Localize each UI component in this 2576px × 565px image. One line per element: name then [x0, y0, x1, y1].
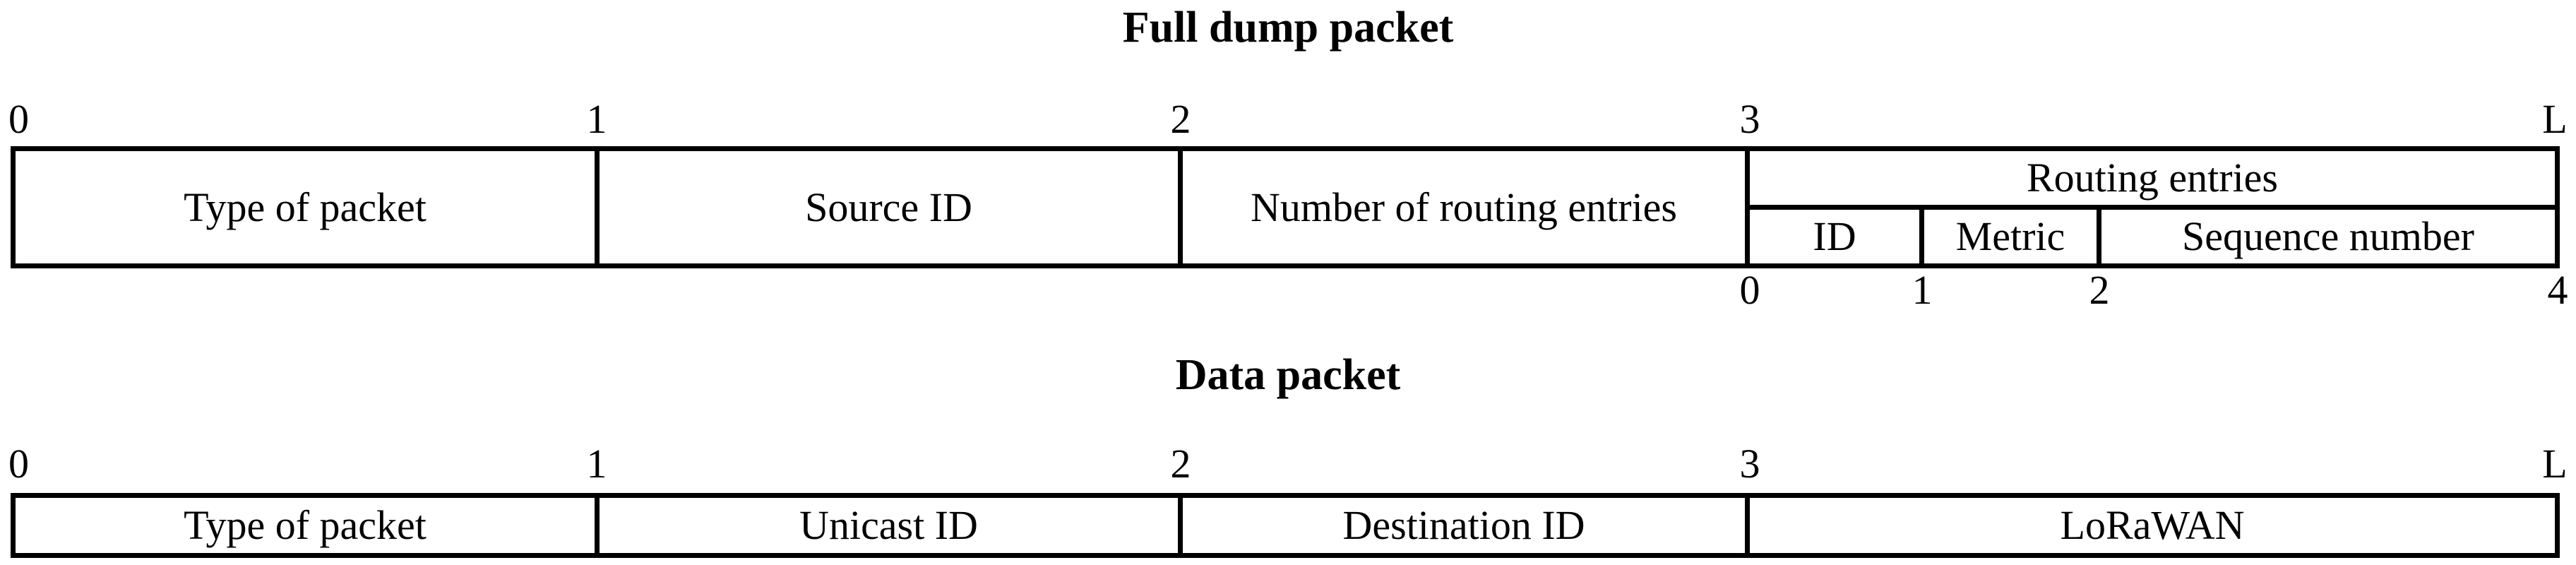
routing-entries-section: Routing entries ID Metric Sequence numbe… — [1750, 151, 2555, 263]
subfield-sequence-number: Sequence number — [2182, 213, 2474, 259]
full-dump-title: Full dump packet — [1122, 4, 1454, 52]
byte-tick-0: 0 — [8, 441, 29, 487]
field-lorawan: LoRaWAN — [2060, 502, 2245, 548]
routing-entries-header: Routing entries — [1750, 151, 2555, 210]
field-destination-id: Destination ID — [1183, 498, 1750, 553]
byte-tick-1: 1 — [586, 441, 607, 487]
field-type-of-packet: Type of packet — [16, 151, 600, 263]
byte-tick-2: 2 — [1170, 441, 1191, 487]
byte-tick-1: 1 — [586, 96, 607, 142]
routing-byte-tick-4: 4 — [2547, 267, 2568, 313]
byte-tick-3: 3 — [1739, 441, 1760, 487]
routing-byte-tick-1: 1 — [1912, 267, 1933, 313]
field-type-of-packet: Type of packet — [16, 498, 600, 553]
data-packet-title: Data packet — [1175, 351, 1401, 399]
routing-byte-tick-2: 2 — [2089, 267, 2110, 313]
routing-byte-tick-0: 0 — [1739, 267, 1760, 313]
byte-tick-L: L — [2542, 96, 2568, 142]
field-unicast-id: Unicast ID — [600, 498, 1183, 553]
byte-tick-3: 3 — [1739, 96, 1760, 142]
field-source-id: Source ID — [600, 151, 1183, 263]
subfield-id: ID — [1750, 210, 1924, 263]
byte-tick-0: 0 — [8, 96, 29, 142]
subfield-metric: Metric — [1924, 210, 2101, 263]
data-packet-box: Type of packet Unicast ID Destination ID… — [11, 493, 2560, 558]
field-number-of-routing-entries: Number of routing entries — [1183, 151, 1750, 263]
byte-tick-L: L — [2542, 441, 2568, 487]
full-dump-packet-box: Type of packet Source ID Number of routi… — [11, 146, 2560, 268]
byte-tick-2: 2 — [1170, 96, 1191, 142]
routing-entry-subfields: ID Metric Sequence number — [1750, 210, 2555, 263]
